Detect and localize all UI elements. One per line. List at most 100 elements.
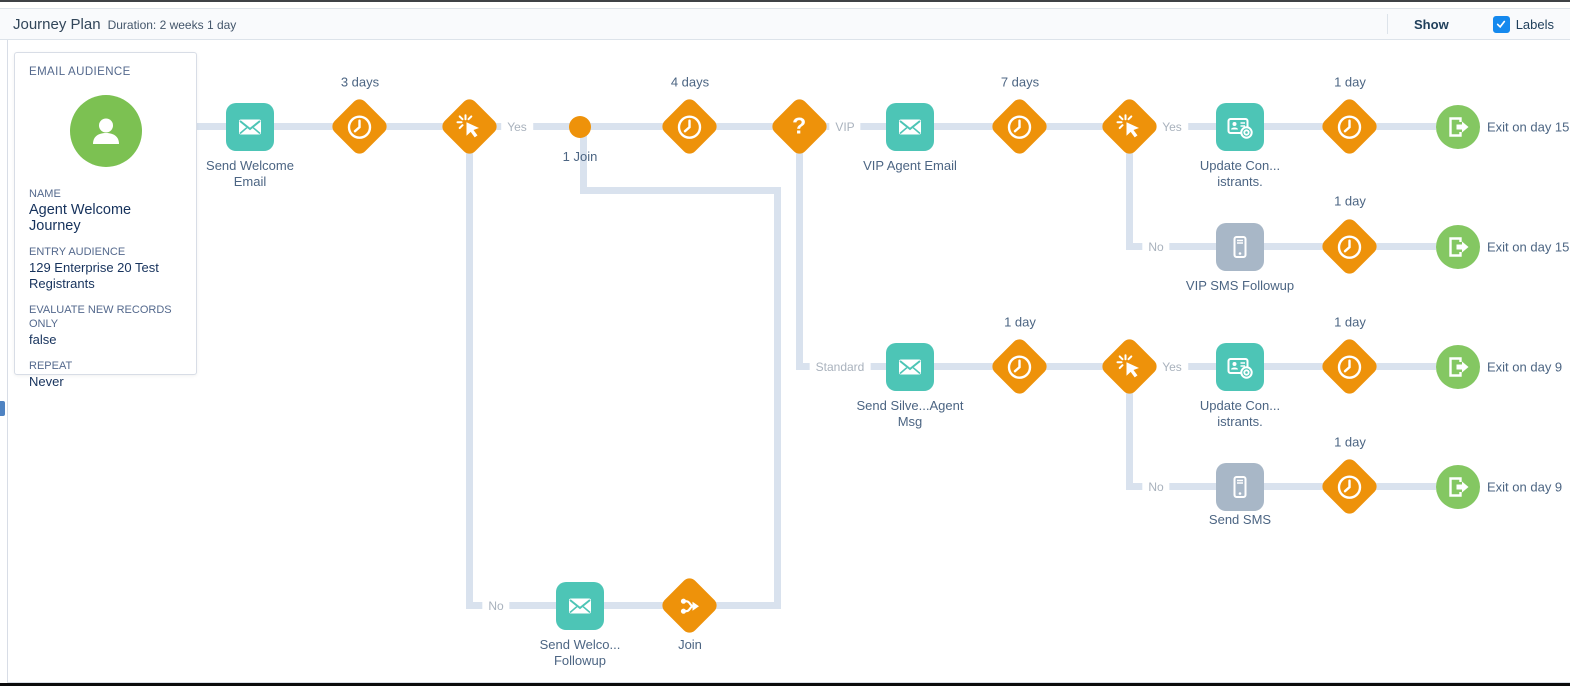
label-line: Send Welcome xyxy=(206,158,294,173)
merge-icon xyxy=(680,597,699,614)
label-line: Followup xyxy=(553,652,607,668)
join-activity[interactable] xyxy=(659,575,720,636)
wait-activity-1-day-standard-yes[interactable] xyxy=(1319,336,1380,397)
label-line: Email xyxy=(233,173,267,189)
branch-label-yes: Yes xyxy=(1156,360,1188,374)
envelope-icon xyxy=(239,119,261,135)
exit-label: Exit on day 15 xyxy=(1487,239,1570,255)
page-title: Journey Plan xyxy=(13,15,101,33)
wait-activity-7-days[interactable] xyxy=(989,96,1050,157)
envelope-icon xyxy=(899,119,921,135)
update-contact-activity-vip[interactable] xyxy=(1216,103,1264,151)
clock-icon xyxy=(1007,114,1032,139)
branch-label-no: No xyxy=(482,599,510,613)
branch-label-yes: Yes xyxy=(501,120,533,134)
click-burst-icon xyxy=(1116,353,1139,377)
question-mark-icon: ? xyxy=(792,113,807,139)
field-value: Never xyxy=(29,374,64,389)
sms-activity-vip-followup[interactable] xyxy=(1216,223,1264,271)
sms-activity-send-sms[interactable] xyxy=(1216,463,1264,511)
clock-icon xyxy=(1007,354,1032,379)
check-icon xyxy=(1497,20,1506,29)
labels-checkbox-label[interactable]: Labels xyxy=(1515,16,1554,32)
email-activity-welcome-followup[interactable] xyxy=(556,582,604,630)
wait-label: 1 day xyxy=(1000,314,1040,330)
label-line: VIP SMS Followup xyxy=(1185,278,1295,293)
panel-collapse-handle[interactable] xyxy=(0,401,5,416)
entry-audience-card[interactable]: EMAIL AUDIENCE NAME Agent Welcome Journe… xyxy=(14,52,197,389)
join-point[interactable] xyxy=(569,116,591,138)
branch-label-standard: Standard xyxy=(809,360,871,374)
exit-node-vip-no[interactable] xyxy=(1436,225,1480,269)
email-activity-send-welcome[interactable] xyxy=(226,103,274,151)
node-label-join: Join xyxy=(610,637,770,653)
audience-type-label: EMAIL AUDIENCE xyxy=(29,66,131,78)
node-label-vip-sms-followup: VIP SMS Followup xyxy=(1160,278,1320,294)
wait-activity-1-day-standard-no[interactable] xyxy=(1319,456,1380,517)
wait-activity-4-days[interactable] xyxy=(659,96,720,157)
wait-activity-1-day-vip-yes[interactable] xyxy=(1319,96,1380,157)
email-activity-vip-agent[interactable] xyxy=(886,103,934,151)
clock-icon xyxy=(1337,114,1362,139)
node-label-join-point: 1 Join xyxy=(500,149,660,165)
exit-node-standard-yes[interactable] xyxy=(1436,345,1480,389)
contact-card-update-icon xyxy=(1227,358,1253,379)
exit-icon xyxy=(1449,117,1469,137)
connector xyxy=(1126,148,1133,250)
wait-label: 1 day xyxy=(1330,193,1370,209)
node-label-send-sms: Send SMS xyxy=(1160,512,1320,528)
clock-icon xyxy=(1337,234,1362,259)
click-burst-icon xyxy=(456,113,479,137)
connector xyxy=(580,187,780,194)
field-label: REPEAT xyxy=(29,360,73,372)
engagement-split-vip[interactable] xyxy=(1099,96,1160,157)
connector xyxy=(1130,483,1436,490)
wait-activity-3-days[interactable] xyxy=(329,96,390,157)
wait-label: 1 day xyxy=(1330,314,1370,330)
label-line: 1 Join xyxy=(562,149,598,164)
field-label: EVALUATE NEW RECORDS ONLY xyxy=(29,304,172,330)
field-value: 129 Enterprise 20 Test Registrants xyxy=(29,260,159,291)
update-contact-activity-standard[interactable] xyxy=(1216,343,1264,391)
connector xyxy=(796,148,803,370)
clock-icon xyxy=(347,114,372,139)
wait-label: 1 day xyxy=(1330,74,1370,90)
window-bottom-edge xyxy=(0,683,1570,686)
clock-icon xyxy=(1337,354,1362,379)
contact-card-update-icon xyxy=(1227,118,1253,139)
audience-avatar xyxy=(69,95,142,167)
wait-label: 7 days xyxy=(996,74,1044,90)
journey-duration: Duration: 2 weeks 1 day xyxy=(107,18,237,32)
exit-icon xyxy=(1449,237,1469,257)
exit-label: Exit on day 15 xyxy=(1487,119,1570,135)
label-line: istrants. xyxy=(1217,173,1263,189)
wait-activity-1-day-vip-no[interactable] xyxy=(1319,216,1380,277)
connector xyxy=(774,187,781,609)
label-line: VIP Agent Email xyxy=(863,158,957,173)
branch-label-no: No xyxy=(1142,480,1170,494)
clock-icon xyxy=(1337,474,1362,499)
node-label-vip-agent-email: VIP Agent Email xyxy=(830,158,990,174)
exit-node-standard-no[interactable] xyxy=(1436,465,1480,509)
canvas-left-border xyxy=(7,40,8,682)
label-line: Send Silve...Agent xyxy=(856,398,964,413)
wait-activity-1-day-standard[interactable] xyxy=(989,336,1050,397)
branch-label-vip: VIP xyxy=(829,120,861,134)
engagement-split-welcome[interactable] xyxy=(439,96,500,157)
label-line: Update Con... xyxy=(1199,158,1281,173)
email-activity-send-silver[interactable] xyxy=(886,343,934,391)
connector xyxy=(1126,388,1133,490)
field-value: false xyxy=(29,332,57,347)
branch-label-yes: Yes xyxy=(1156,120,1188,134)
label-line: istrants. xyxy=(1217,413,1263,429)
connector xyxy=(470,602,778,609)
exit-node-vip-yes[interactable] xyxy=(1436,105,1480,149)
engagement-split-standard[interactable] xyxy=(1099,336,1160,397)
node-label-welcome-followup: Send Welco... Followup xyxy=(500,637,660,668)
header-divider xyxy=(1387,14,1389,34)
show-label: Show xyxy=(1414,16,1449,32)
decision-split-vip-standard[interactable]: ? xyxy=(769,96,830,157)
labels-checkbox[interactable] xyxy=(1492,15,1510,33)
exit-icon xyxy=(1449,357,1469,377)
